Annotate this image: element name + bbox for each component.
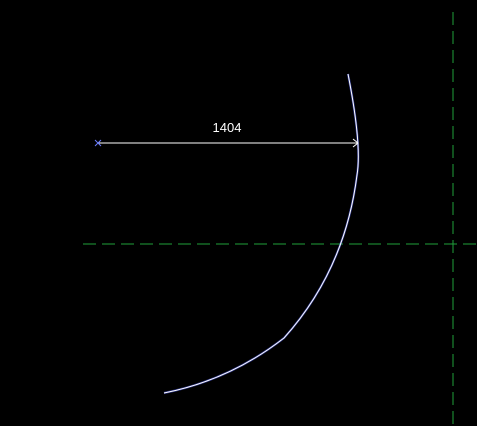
dimension-value[interactable]: 1404 xyxy=(213,120,242,135)
arc-glow xyxy=(163,73,360,395)
arc-entity[interactable] xyxy=(163,73,359,394)
arrowhead-icon xyxy=(352,138,359,148)
radius-dimension[interactable]: 1404 xyxy=(94,120,359,148)
x-mark-icon[interactable] xyxy=(94,139,102,147)
